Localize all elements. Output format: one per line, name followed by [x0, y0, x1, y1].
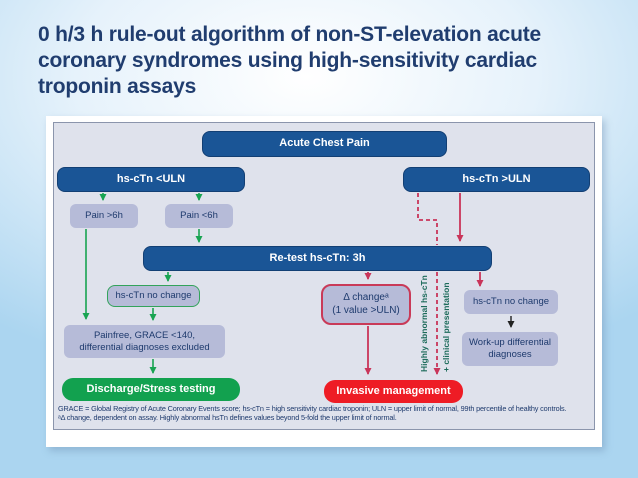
node-label: hs-cTn >ULN	[462, 172, 531, 185]
node-label: Acute Chest Pain	[279, 137, 370, 150]
node-hsctn-below-uln: hs-cTn <ULN	[57, 167, 245, 192]
node-label: hs-cTn no change	[472, 296, 550, 308]
node-label-line2: differential diagnoses excluded	[79, 341, 210, 353]
node-label-line1: Painfree, GRACE <140,	[93, 329, 196, 341]
vertical-label-clinical-presentation: + clinical presentation	[441, 282, 451, 372]
node-retest-hsctn-3h: Re-test hs-cTn: 3h	[143, 246, 492, 271]
node-label: Re-test hs-cTn: 3h	[269, 251, 366, 264]
node-label: Invasive management	[336, 384, 451, 397]
node-invasive-management: Invasive management	[324, 380, 463, 403]
node-label: Pain >6h	[85, 210, 123, 222]
node-label-line1: Δ changeᵃ	[343, 292, 389, 303]
node-hsctn-no-change-right: hs-cTn no change	[464, 290, 558, 314]
node-pain-gt-6h: Pain >6h	[70, 204, 138, 228]
node-hsctn-above-uln: hs-cTn >ULN	[403, 167, 590, 192]
footnote-line1: GRACE = Global Registry of Acute Coronar…	[58, 404, 567, 413]
node-workup-differential: Work-up differential diagnoses	[462, 332, 558, 366]
node-label-line2: (1 value >ULN)	[332, 304, 400, 316]
node-label: Pain <6h	[180, 210, 218, 222]
slide-title: 0 h/3 h rule-out algorithm of non-ST-ele…	[38, 23, 541, 99]
node-label: hs-cTn no change	[115, 290, 192, 302]
figure-footnote: GRACE = Global Registry of Acute Coronar…	[58, 404, 592, 423]
node-pain-lt-6h: Pain <6h	[165, 204, 233, 228]
node-hsctn-no-change-left: hs-cTn no change	[107, 285, 200, 307]
node-label: hs-cTn <ULN	[116, 172, 186, 185]
node-acute-chest-pain: Acute Chest Pain	[202, 131, 447, 157]
node-label: Discharge/Stress testing	[86, 382, 216, 395]
node-discharge-stress-testing: Discharge/Stress testing	[62, 378, 240, 401]
vertical-label-highly-abnormal: Highly abnormal hs-cTn	[419, 275, 429, 372]
footnote-line2: ᵃΔ change, dependent on assay. Highly ab…	[58, 413, 397, 423]
node-label-line2: diagnoses	[488, 349, 532, 360]
node-painfree-grace: Painfree, GRACE <140, differential diagn…	[64, 325, 225, 358]
node-delta-change: Δ changeᵃ (1 value >ULN)	[321, 284, 411, 325]
node-label-line1: Work-up differential	[468, 337, 552, 349]
